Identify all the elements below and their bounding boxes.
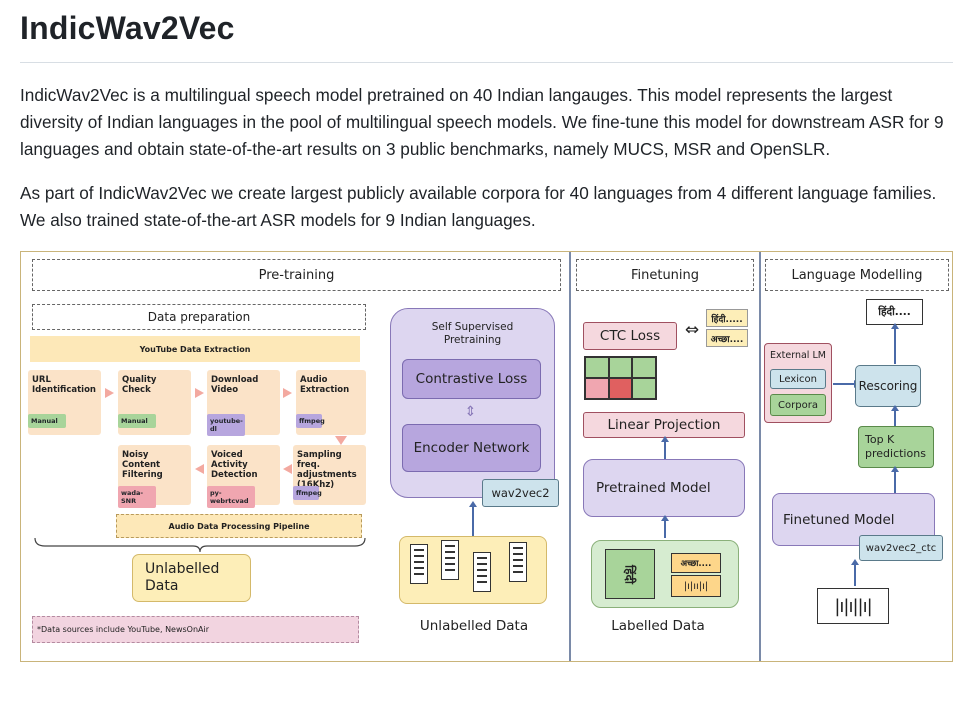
contrastive-loss-box: Contrastive Loss <box>402 359 541 399</box>
external-lm-label: External LM <box>770 350 826 361</box>
bidirectional-arrow-icon: ⇕ <box>464 404 477 420</box>
tool-tag: youtube-dl <box>207 414 245 436</box>
corpora-box: Corpora <box>770 394 826 416</box>
step-label: Voiced Activity Detection <box>211 450 258 480</box>
step-label: Noisy Content Filtering <box>122 450 163 480</box>
tool-tag: Manual <box>28 414 66 428</box>
data-preparation-header: Data preparation <box>32 304 366 330</box>
waveform-icon: |ı|ıı|ı| <box>671 575 721 597</box>
step-label: Audio Extraction <box>300 375 350 395</box>
unlabelled-caption: Unlabelled Data <box>419 618 529 634</box>
intro-paragraph: IndicWav2Vec is a multilingual speech mo… <box>20 85 944 159</box>
grid-cell <box>632 357 656 378</box>
rescoring-box: Rescoring <box>855 365 921 407</box>
corpus-paragraph: As part of IndicWav2Vec we create larges… <box>20 183 937 230</box>
flow-arrow <box>195 464 204 474</box>
lexicon-box: Lexicon <box>770 369 826 389</box>
document-icon <box>410 544 428 584</box>
grid-cell <box>632 378 656 399</box>
linear-projection-box: Linear Projection <box>583 412 745 438</box>
data-sources-note: *Data sources include YouTube, NewsOnAir <box>32 616 359 643</box>
section-divider <box>759 252 761 661</box>
up-arrow <box>851 559 858 586</box>
pretrained-model-box: Pretrained Model <box>583 459 745 517</box>
unlabelled-data-box: Unlabelled Data <box>132 554 251 602</box>
document-icon <box>441 540 459 580</box>
labelled-card: हिंदी <box>605 549 655 599</box>
flow-arrow <box>283 388 292 398</box>
document-icon <box>509 542 527 582</box>
up-arrow <box>891 323 898 364</box>
step-sampling-adjustment: Sampling freq. adjustments (16Khz) <box>293 445 366 505</box>
grid-cell <box>585 378 609 399</box>
architecture-figure: Pre-training Data preparation YouTube Da… <box>20 251 953 662</box>
tool-tag: ffmpeg <box>296 414 325 428</box>
tool-tag: Manual <box>118 414 156 428</box>
encoder-network-box: Encoder Network <box>402 424 541 472</box>
step-label: Quality Check <box>122 375 157 395</box>
step-label: Sampling freq. adjustments (16Khz) <box>297 450 357 490</box>
accha-label: अच्छा.... <box>706 329 748 347</box>
step-label: Download Video <box>211 375 259 395</box>
document-icon <box>473 552 491 592</box>
flow-arrow <box>105 388 114 398</box>
youtube-extraction-banner: YouTube Data Extraction <box>30 336 360 362</box>
page-title: IndicWav2Vec <box>20 10 235 46</box>
flow-arrow <box>335 436 347 445</box>
up-arrow <box>891 405 898 426</box>
ssl-title: Self Supervised Pretraining <box>431 321 514 346</box>
tool-tag: py-webrtcvad <box>207 486 255 508</box>
title-divider <box>20 62 953 63</box>
grid-cell <box>608 357 633 378</box>
audio-waveform-icon: |ı|ı||ı| <box>817 588 889 624</box>
grid-cell <box>608 378 633 399</box>
labelled-caption: Labelled Data <box>611 618 705 634</box>
finetuning-header: Finetuning <box>576 259 754 291</box>
flow-arrow <box>283 464 292 474</box>
step-label: URL Identification <box>32 375 96 395</box>
wav2vec2-tag: wav2vec2 <box>482 479 559 507</box>
pretraining-header: Pre-training <box>32 259 561 291</box>
language-modelling-header: Language Modelling <box>765 259 949 291</box>
pipeline-brace <box>34 537 366 553</box>
section-divider <box>569 252 571 661</box>
lm-output-box: हिंदी.... <box>866 299 923 325</box>
bidirectional-arrow-icon: ⇔ <box>684 320 700 340</box>
grid-cell <box>585 357 609 378</box>
up-arrow <box>661 515 668 538</box>
tool-tag: ffmpeg <box>293 486 322 500</box>
up-arrow <box>891 466 898 493</box>
wav2vec2-ctc-tag: wav2vec2_ctc <box>859 535 943 561</box>
tool-tag: wada-SNR <box>118 486 156 508</box>
probability-grid <box>584 356 657 400</box>
right-arrow <box>833 380 860 387</box>
ctc-loss-box: CTC Loss <box>583 322 677 350</box>
hindi-label: हिंदी..... <box>706 309 748 327</box>
accha-card: अच्छा.... <box>671 553 721 573</box>
flow-arrow <box>195 388 204 398</box>
pipeline-banner: Audio Data Processing Pipeline <box>116 514 362 538</box>
top-k-predictions-box: Top K predictions <box>858 426 934 468</box>
up-arrow <box>661 436 668 459</box>
up-arrow <box>469 501 476 536</box>
